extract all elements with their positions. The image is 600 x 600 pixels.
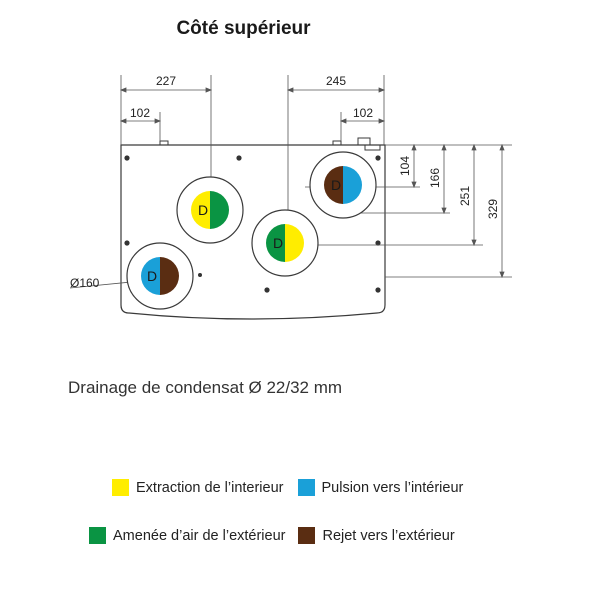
top-dimensions xyxy=(119,75,386,240)
diameter-leader xyxy=(69,281,132,289)
unit-bottom-flange xyxy=(120,300,130,314)
page-title: Côté supérieur xyxy=(176,18,311,39)
dim-104: 104 xyxy=(398,156,412,176)
legend-item-pulsion: Pulsion vers l’intérieur xyxy=(297,479,464,496)
dim-102-right: 102 xyxy=(353,106,373,120)
port-label: D xyxy=(147,268,157,284)
dim-251: 251 xyxy=(458,186,472,206)
diameter-label: Ø160 xyxy=(70,276,100,290)
legend-swatch-brown xyxy=(298,527,316,544)
dim-329: 329 xyxy=(486,199,500,219)
port-label: D xyxy=(331,177,341,193)
port-rejet-pulsion: D xyxy=(309,151,377,219)
legend-swatch-green xyxy=(89,527,106,544)
dim-227: 227 xyxy=(156,74,176,88)
legend-label: Rejet vers l’extérieur xyxy=(322,527,455,544)
dim-245: 245 xyxy=(326,74,346,88)
dim-166: 166 xyxy=(428,168,442,188)
top-tab-right xyxy=(332,140,342,146)
port-label: D xyxy=(273,235,283,251)
port-amenee-extraction: D xyxy=(251,209,319,277)
drain-fitting xyxy=(357,137,381,151)
legend-item-amenee: Amenée d’air de l’extérieur xyxy=(89,527,285,544)
mounting-screws xyxy=(124,155,381,293)
port-extraction-amenee: D xyxy=(176,176,244,244)
legend-item-extraction: Extraction de l’interieur xyxy=(112,479,284,496)
legend-row-2: Amenée d’air de l’extérieur Rejet vers l… xyxy=(89,527,455,544)
legend-swatch-yellow xyxy=(112,479,129,496)
drain-note: Drainage de condensat Ø 22/32 mm xyxy=(68,378,343,397)
legend-label: Amenée d’air de l’extérieur xyxy=(113,527,286,544)
port-label: D xyxy=(198,202,208,218)
port-pulsion-rejet: D xyxy=(126,242,194,310)
dim-102-left: 102 xyxy=(130,106,150,120)
legend-item-rejet: Rejet vers l’extérieur xyxy=(298,527,455,544)
legend-row-1: Extraction de l’interieur Pulsion vers l… xyxy=(112,479,463,496)
top-tab-left xyxy=(159,140,169,146)
legend-swatch-blue xyxy=(297,479,315,496)
legend-label: Pulsion vers l’intérieur xyxy=(321,479,464,496)
legend-label: Extraction de l’interieur xyxy=(136,479,284,496)
